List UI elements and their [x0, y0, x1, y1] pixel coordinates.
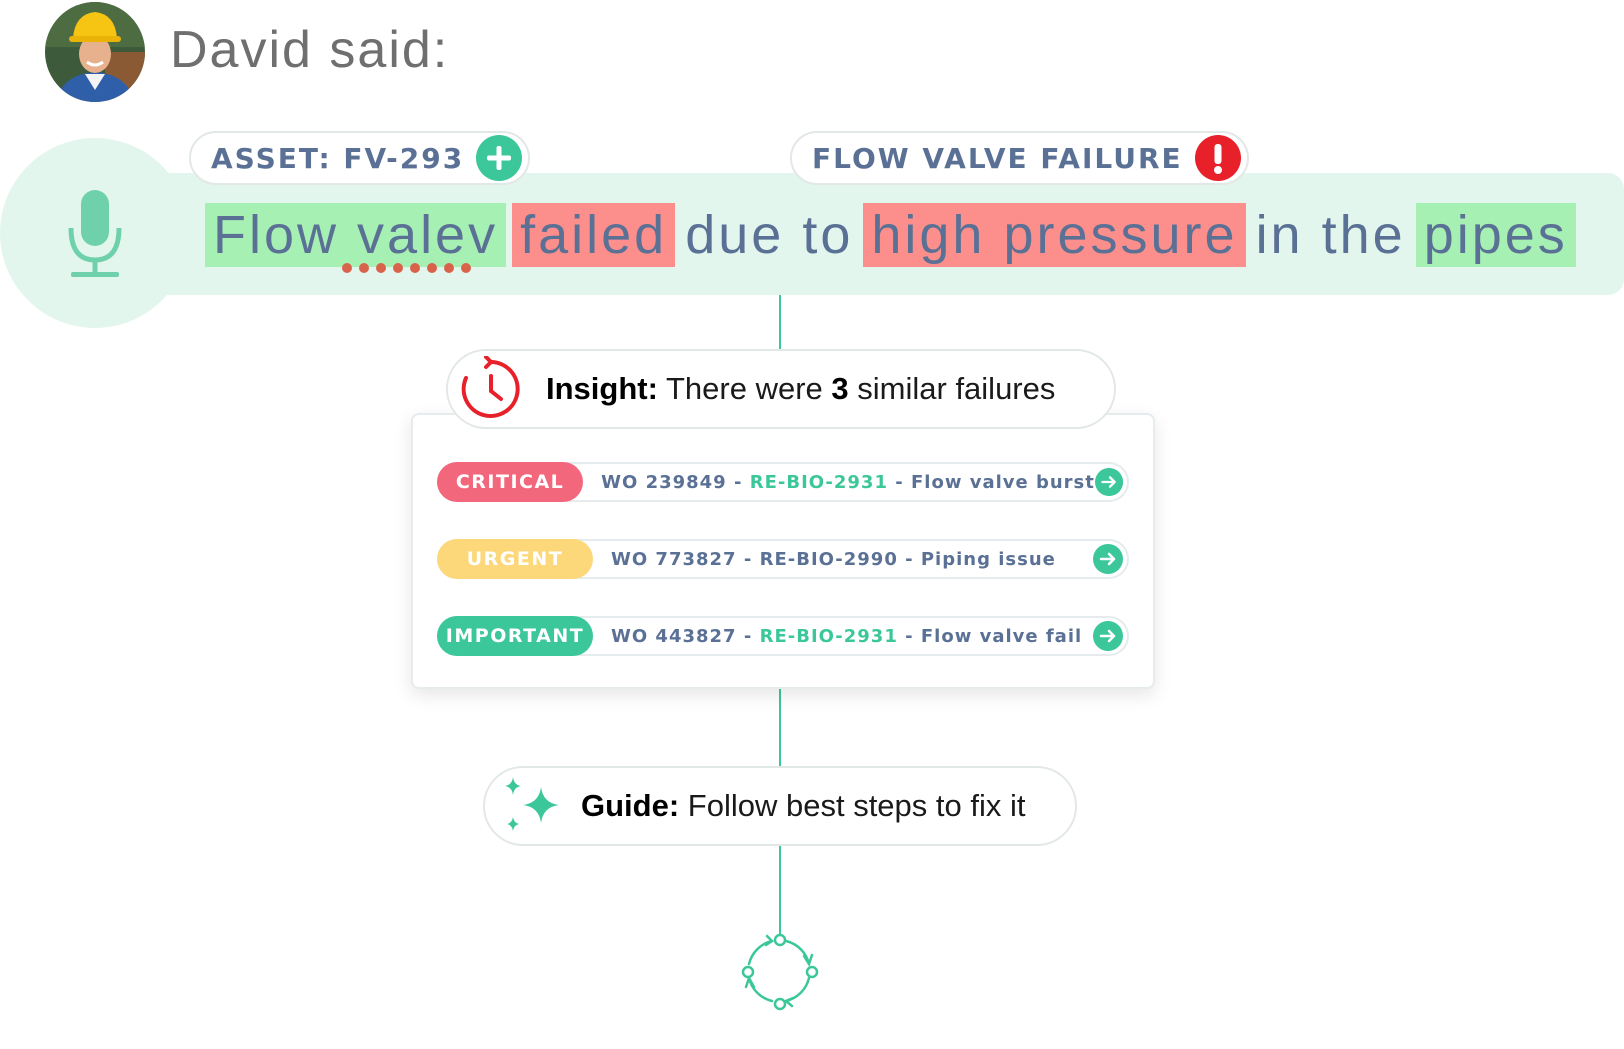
microphone-icon[interactable]: [66, 190, 124, 280]
arrow-right-icon[interactable]: [1093, 621, 1123, 651]
insight-header: Insight: There were 3 similar failures: [446, 349, 1116, 429]
asset-tag-label: ASSET: FV-293: [211, 141, 465, 175]
failure-tag[interactable]: FLOW VALVE FAILURE: [790, 131, 1249, 185]
transcript-word-location: pipes: [1415, 203, 1576, 267]
connector-line: [779, 295, 781, 350]
work-order-text: WO 773827 - RE-BIO-2990 - Piping issue: [611, 548, 1056, 570]
cycle-icon: [741, 933, 819, 1011]
failure-tag-label: FLOW VALVE FAILURE: [812, 141, 1183, 175]
work-order-text: WO 443827 - RE-BIO-2931 - Flow valve fai…: [611, 625, 1083, 647]
transcript-word-failure: failed: [512, 203, 676, 267]
connector-line: [779, 686, 781, 766]
work-order-row[interactable]: URGENT WO 773827 - RE-BIO-2990 - Piping …: [437, 539, 1129, 579]
worker-avatar-icon: [45, 2, 145, 102]
history-clock-icon: [461, 356, 520, 418]
transcript-word-entity: Flow valev: [205, 203, 507, 273]
arrow-right-icon[interactable]: [1093, 544, 1123, 574]
priority-badge-important: IMPORTANT: [437, 616, 593, 656]
connector-line: [779, 842, 781, 934]
plus-circle-icon[interactable]: [476, 135, 523, 181]
transcript-text: Flow valev failed due to high pressure i…: [205, 202, 1576, 273]
guide-pill[interactable]: Guide: Follow best steps to fix it: [483, 766, 1077, 846]
transcript-word: due to: [685, 205, 854, 265]
speaker-name: David said:: [170, 21, 450, 79]
work-order-text: WO 239849 - RE-BIO-2931 - Flow valve bur…: [601, 471, 1095, 493]
priority-badge-critical: CRITICAL: [437, 462, 584, 502]
asset-tag[interactable]: ASSET: FV-293: [189, 131, 531, 185]
transcript-word-cause: high pressure: [863, 203, 1246, 267]
arrow-right-icon[interactable]: [1094, 467, 1123, 497]
sparkles-icon: [505, 777, 559, 831]
guide-text: Guide: Follow best steps to fix it: [581, 788, 1026, 823]
transcript-word: in the: [1255, 205, 1406, 265]
spelling-error-underline: [342, 263, 471, 273]
avatar: [45, 2, 145, 102]
alert-circle-icon: [1194, 135, 1241, 181]
work-order-row[interactable]: IMPORTANT WO 443827 - RE-BIO-2931 - Flow…: [437, 616, 1129, 656]
work-order-row[interactable]: CRITICAL WO 239849 - RE-BIO-2931 - Flow …: [437, 462, 1129, 502]
priority-badge-urgent: URGENT: [437, 539, 593, 579]
insight-text: Insight: There were 3 similar failures: [546, 371, 1056, 406]
